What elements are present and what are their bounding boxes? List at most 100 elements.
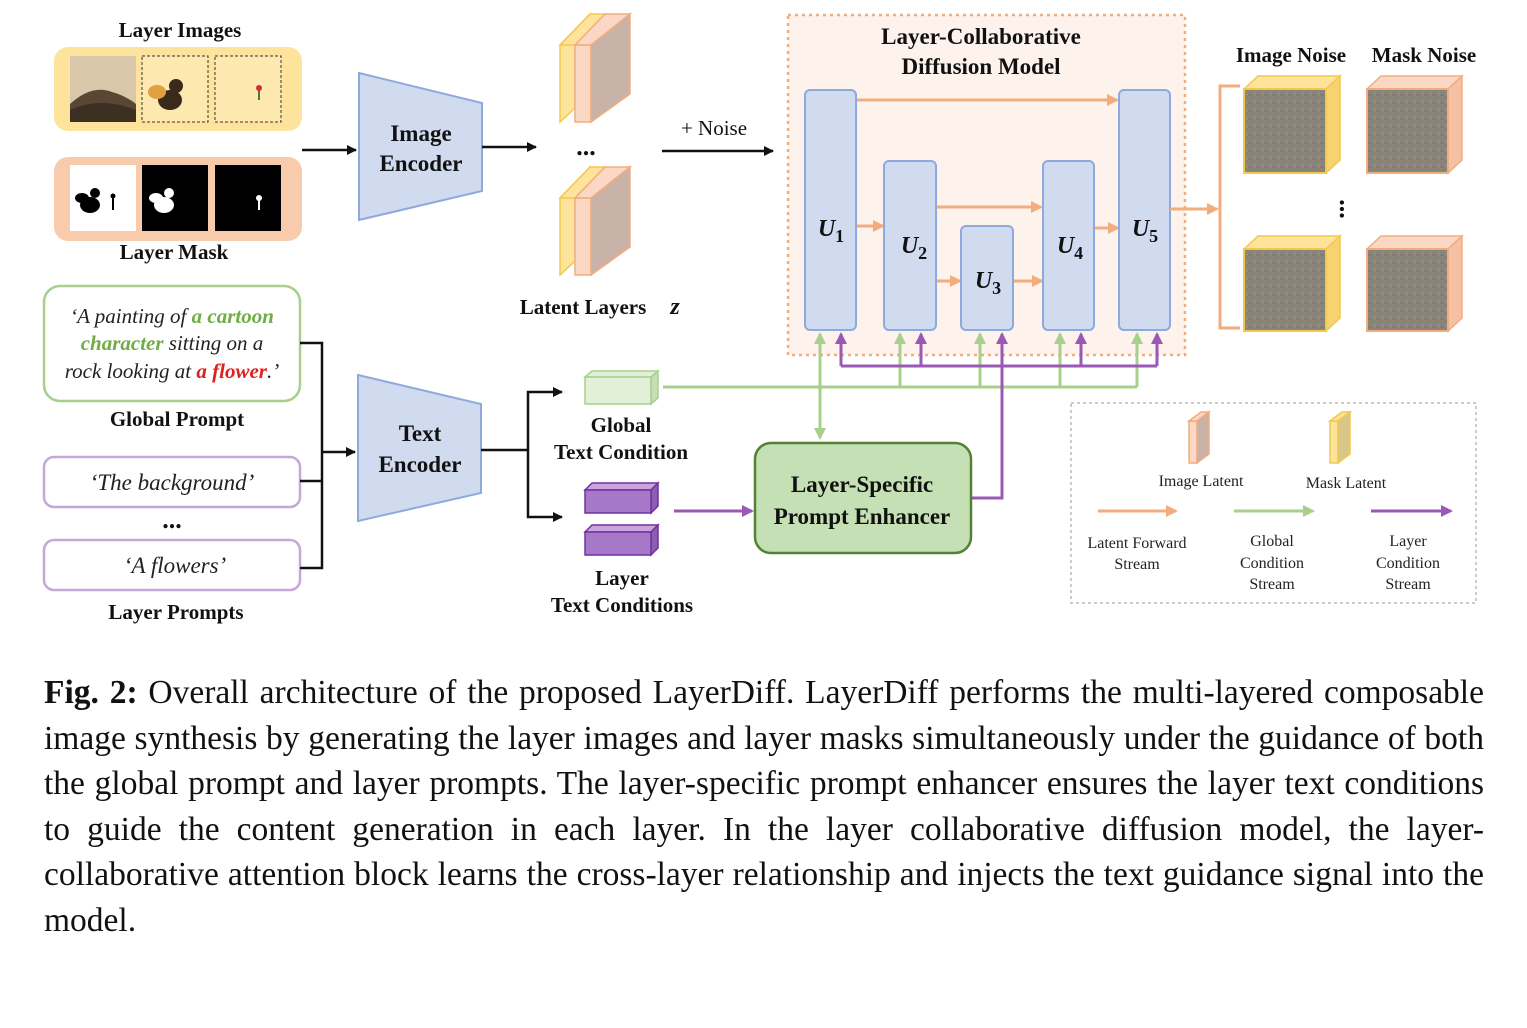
unet-block-1 — [804, 89, 857, 331]
latent-symbol: z — [669, 294, 680, 320]
image-noise-cube-top — [1242, 74, 1342, 175]
mask-noise-label: Mask Noise — [1372, 43, 1476, 67]
latent-layer-bottom — [558, 165, 633, 277]
layer-prompt-box-flowers: ‘A flowers’ — [42, 538, 302, 592]
global-prompt-line2: character sitting on a — [81, 331, 264, 355]
global-stream-line2: Condition — [1240, 555, 1304, 572]
global-prompt-highlight-c: a flower — [196, 359, 267, 383]
unet-label-2-sub: 2 — [918, 243, 927, 263]
global-prompt-line3-a: rock looking at — [65, 359, 197, 383]
latent-stream-line1: Latent Forward — [1087, 535, 1186, 552]
layer-mask-label: Layer Mask — [120, 240, 229, 264]
layer-prompt-text-flowers: ‘A flowers’ — [124, 553, 226, 578]
unet-block-3 — [960, 225, 1014, 331]
layer-text-conditions-block — [583, 481, 660, 557]
unet-label-1: U1 — [818, 216, 844, 246]
layer-text-conditions-line2: Text Conditions — [551, 593, 693, 617]
mask-latent-icon — [1327, 410, 1353, 465]
unet-label-2-base: U — [901, 233, 920, 259]
layer-images-label: Layer Images — [119, 18, 242, 42]
layer-condition-stream — [835, 332, 1163, 500]
legend: Image Latent Mask Latent Latent Forward … — [1070, 402, 1477, 604]
flower-layer-image — [214, 55, 282, 123]
architecture-diagram: Layer Images — [42, 12, 1477, 624]
unet-label-1-base: U — [818, 216, 837, 242]
unet-label-5-base: U — [1132, 216, 1151, 242]
prompt-enhancer-line1: Layer-Specific — [791, 472, 933, 497]
character-layer-image — [141, 55, 209, 123]
global-stream-line3: Stream — [1249, 576, 1295, 593]
unet-label-2: U2 — [901, 233, 927, 263]
unet-block-5 — [1118, 89, 1171, 331]
caption-label: Fig. 2: — [44, 674, 138, 711]
global-condition-stream — [663, 332, 1143, 440]
latent-ellipsis: ... — [576, 132, 596, 161]
prompt-enhancer-line2: Prompt Enhancer — [774, 504, 951, 529]
layer-prompt-text-background: ‘The background’ — [90, 470, 255, 495]
layer-stream-line3: Stream — [1385, 576, 1431, 593]
layer-stream-line1: Layer — [1389, 533, 1427, 550]
text-encoder-line2: Encoder — [378, 452, 461, 477]
caption-text: Overall architecture of the proposed Lay… — [44, 674, 1484, 939]
mask-noise-cube-bottom — [1365, 234, 1464, 333]
unet-label-3: U3 — [975, 268, 1001, 298]
text-encoder: Text Encoder — [357, 373, 482, 523]
latent-layer-top — [558, 12, 633, 124]
global-text-condition-block — [582, 369, 661, 406]
global-prompt-line3: rock looking at a flower.’ — [65, 359, 279, 383]
diffusion-title-line2: Diffusion Model — [901, 54, 1060, 79]
global-text-condition-line2: Text Condition — [554, 440, 688, 464]
image-encoder-line1: Image — [390, 121, 451, 146]
layer-prompt-box-background: ‘The background’ — [42, 455, 302, 509]
mask-noise-cube-top — [1365, 74, 1464, 175]
prompt-enhancer: Layer-Specific Prompt Enhancer — [753, 441, 973, 555]
global-prompt-highlight-b: character — [81, 331, 165, 355]
unet-label-4-sub: 4 — [1074, 243, 1083, 263]
layer-images-panel — [54, 47, 302, 131]
global-prompt-line3-c: .’ — [267, 359, 279, 383]
diffusion-title-line1: Layer-Collaborative — [881, 24, 1081, 49]
latent-layers-label: Latent Layers — [520, 295, 647, 319]
text-encoder-outputs — [481, 387, 563, 522]
global-prompt-highlight-a: a cartoon — [192, 304, 274, 328]
noise-label: + Noise — [681, 116, 747, 140]
global-text-condition-line1: Global — [591, 413, 652, 437]
layer-prompt-ellipsis: ... — [162, 505, 182, 534]
image-encoder: Image Encoder — [358, 71, 483, 222]
figure-caption: Fig. 2: Overall architecture of the prop… — [44, 670, 1484, 944]
unet-label-4: U4 — [1057, 233, 1083, 263]
layer-stream-line2: Condition — [1376, 555, 1440, 572]
text-encoder-line1: Text — [399, 421, 442, 446]
latent-stream-line2: Stream — [1114, 556, 1160, 573]
output-bracket — [1170, 84, 1240, 330]
global-prompt-label: Global Prompt — [110, 407, 244, 431]
unet-label-4-base: U — [1057, 233, 1076, 259]
prompt-bracket — [300, 341, 356, 570]
unet-label-3-sub: 3 — [992, 278, 1001, 298]
unet-label-5-sub: 5 — [1149, 226, 1158, 246]
mask-latent-label: Mask Latent — [1306, 475, 1387, 492]
character-mask — [142, 165, 208, 231]
layer-mask-panel — [54, 157, 302, 241]
unet-block-4 — [1042, 160, 1095, 331]
unet-block-2 — [883, 160, 937, 331]
global-prompt-line1: ‘A painting of a cartoon — [70, 304, 274, 328]
background-layer-image — [70, 56, 136, 122]
image-latent-label: Image Latent — [1159, 473, 1244, 490]
global-prompt-box: ‘A painting of a cartoon character sitti… — [42, 284, 302, 403]
layer-prompts-label: Layer Prompts — [108, 600, 243, 624]
global-prompt-line2-b: sitting on a — [164, 331, 264, 355]
unet-label-5: U5 — [1132, 216, 1158, 246]
image-encoder-line2: Encoder — [379, 151, 462, 176]
global-stream-line1: Global — [1250, 533, 1294, 550]
unet-label-1-sub: 1 — [835, 226, 844, 246]
background-mask — [70, 165, 136, 231]
flower-mask — [215, 165, 281, 231]
diffusion-model: Layer-Collaborative Diffusion Model U1 U… — [786, 13, 1187, 357]
layer-text-conditions-line1: Layer — [595, 566, 649, 590]
image-latent-icon — [1186, 410, 1212, 465]
unet-label-3-base: U — [975, 268, 994, 294]
image-noise-cube-bottom — [1242, 234, 1342, 333]
image-noise-label: Image Noise — [1236, 43, 1346, 67]
global-prompt-line1-a: ‘A painting of — [70, 304, 192, 328]
